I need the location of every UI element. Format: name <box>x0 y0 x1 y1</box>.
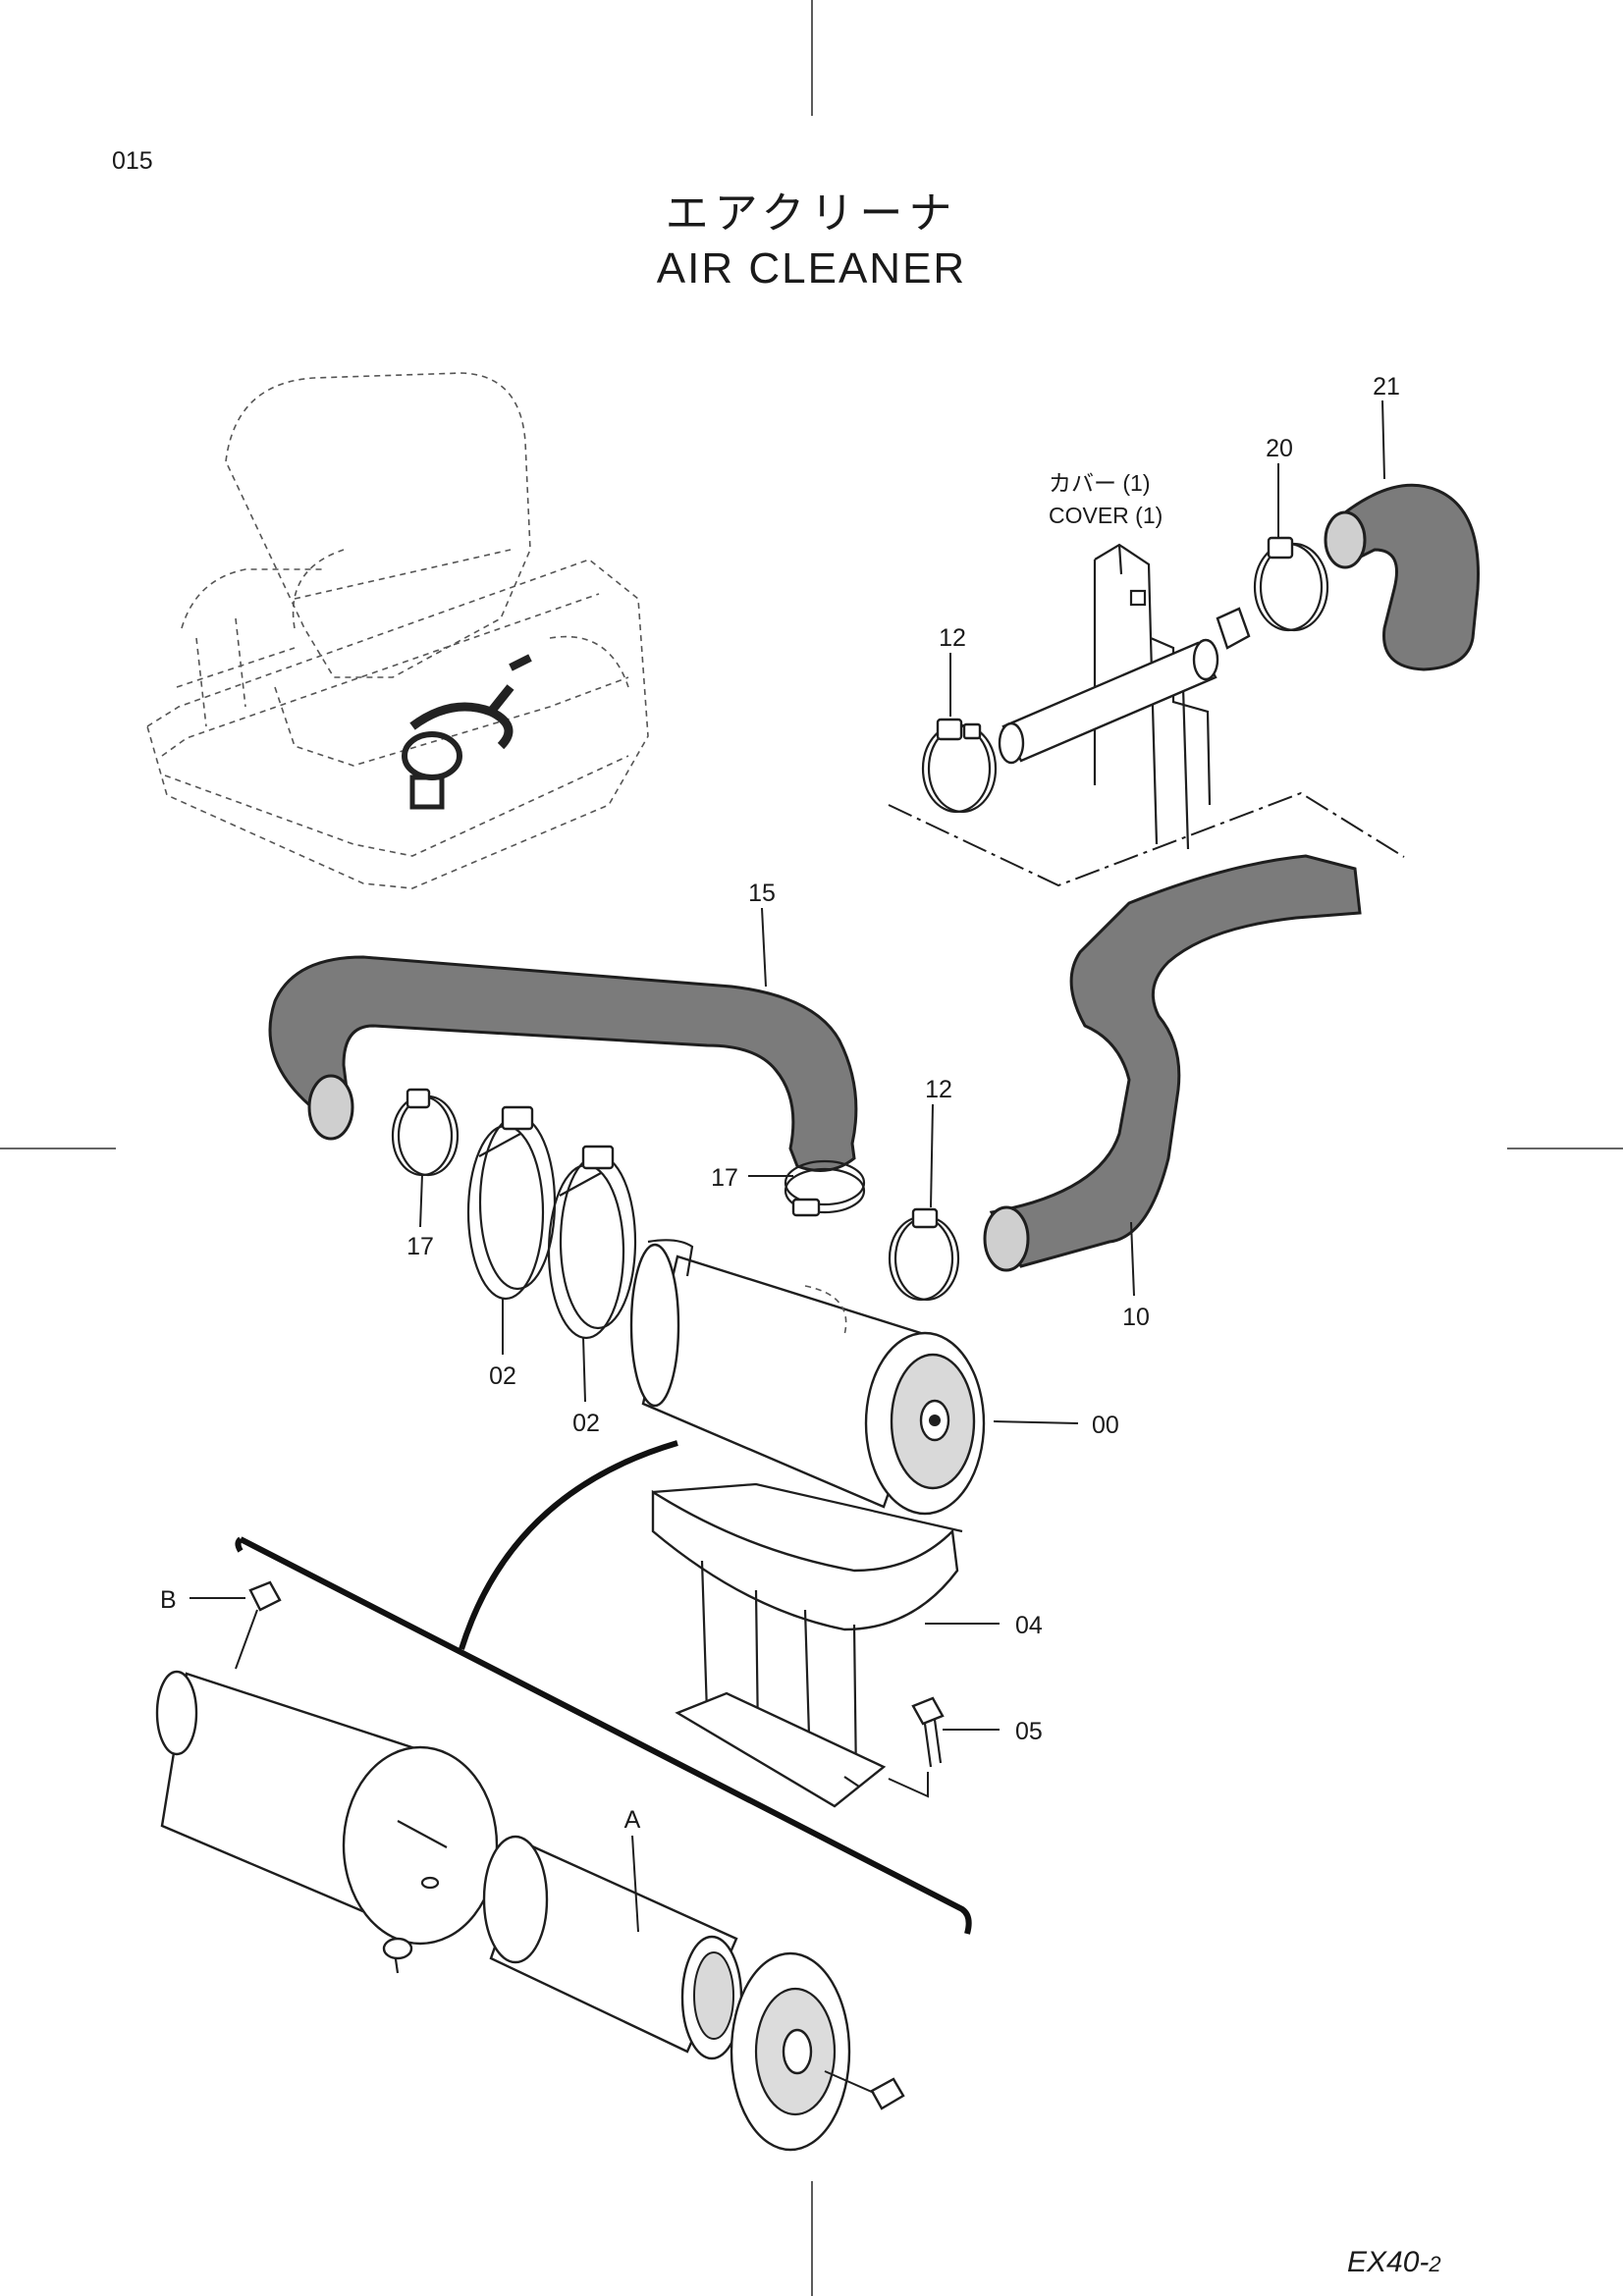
elbow-hose-21 <box>1324 483 1480 671</box>
callout-B: B <box>160 1586 177 1614</box>
band-clamp-02-b <box>547 1145 637 1340</box>
hose-15 <box>268 955 858 1172</box>
bracket-04 <box>651 1482 963 1808</box>
callout-12-top: 12 <box>939 624 966 652</box>
hose-clamp-17-left <box>391 1088 460 1177</box>
hose-clamp-12-mid <box>888 1207 960 1302</box>
callout-20: 20 <box>1266 435 1293 462</box>
page-number: 015 <box>112 147 153 175</box>
machine-location-sketch <box>146 372 649 889</box>
callout-12-mid: 12 <box>925 1076 952 1103</box>
model-code-main: EX40- <box>1347 2246 1430 2278</box>
callout-02-a: 02 <box>489 1362 516 1390</box>
callout-04: 04 <box>1015 1612 1043 1639</box>
title-block: エアクリーナ AIR CLEANER <box>0 187 1623 296</box>
callout-02-b: 02 <box>572 1410 600 1437</box>
model-code-sub: 2 <box>1429 2252 1441 2276</box>
hose-10 <box>983 854 1362 1272</box>
title-japanese: エアクリーナ <box>665 188 958 239</box>
cover-label-en: COVER (1) <box>1049 503 1163 528</box>
callout-labels: 21 20 12 15 12 17 17 02 02 10 00 04 05 A… <box>160 373 1400 1834</box>
callout-17-left: 17 <box>406 1233 434 1260</box>
air-cleaner-body-00 <box>629 1239 986 1516</box>
model-code: EX40-2 <box>1347 2246 1441 2279</box>
assembly-chain-line <box>888 791 1405 887</box>
title-english: AIR CLEANER <box>656 244 967 293</box>
leader-lines <box>189 400 1385 1933</box>
air-cleaner-exploded <box>155 1580 499 1974</box>
callout-21: 21 <box>1373 373 1400 400</box>
detail-band <box>235 1440 972 1935</box>
callout-00: 00 <box>1092 1412 1119 1439</box>
hose-clamp-20 <box>1253 536 1329 632</box>
end-cap <box>730 1951 905 2152</box>
callout-10: 10 <box>1122 1304 1150 1331</box>
bolt-05 <box>888 1696 945 1798</box>
hose-clamp-12-top <box>921 718 998 814</box>
callout-17-right: 17 <box>711 1164 738 1192</box>
filter-element-A <box>482 1835 743 2060</box>
hose-clamp-17-center <box>784 1159 866 1217</box>
callout-15: 15 <box>748 880 776 907</box>
cover-bracket <box>998 543 1251 850</box>
cover-label-jp: カバー (1) <box>1049 470 1151 496</box>
callout-05: 05 <box>1015 1718 1043 1745</box>
band-clamp-02-a <box>466 1105 557 1301</box>
callout-A: A <box>624 1806 641 1834</box>
